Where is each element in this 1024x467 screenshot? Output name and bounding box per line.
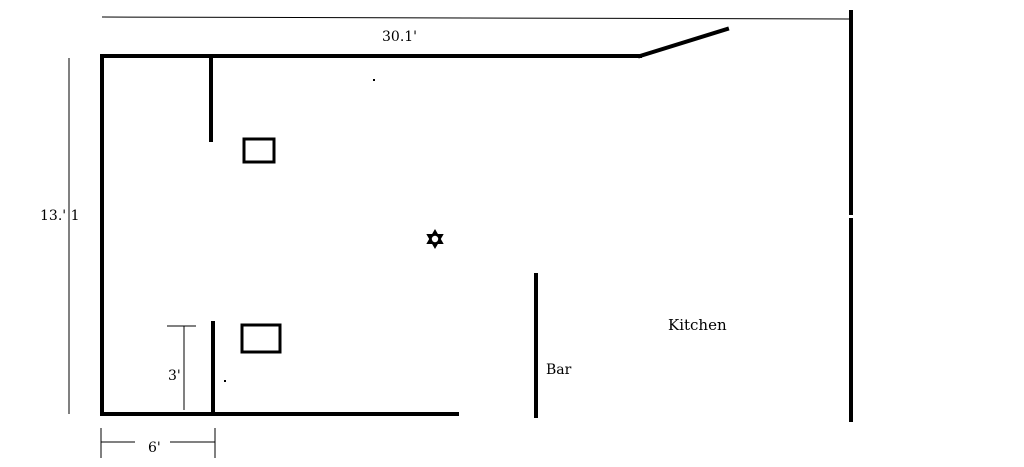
fixtures (240, 137, 282, 354)
kitchen-label: Kitchen (668, 316, 727, 334)
top-dimension-line (101, 16, 851, 20)
door-height-label: 3' (168, 368, 181, 384)
star-of-david-icon (426, 229, 444, 249)
dimension-lines (68, 16, 851, 458)
stray-mark-1 (373, 79, 375, 81)
walls (100, 10, 853, 422)
height-dimension-label: 13.' 1 (40, 208, 79, 224)
stray-mark-2 (224, 380, 226, 382)
width-dimension-label: 30.1' (382, 29, 417, 45)
bar-label: Bar (546, 362, 572, 378)
top-wall-angled (637, 26, 730, 59)
lower-window-fixture (240, 323, 282, 354)
stray-marks (224, 79, 375, 382)
upper-window-fixture (242, 137, 276, 164)
door-width-label: 6' (148, 440, 161, 456)
